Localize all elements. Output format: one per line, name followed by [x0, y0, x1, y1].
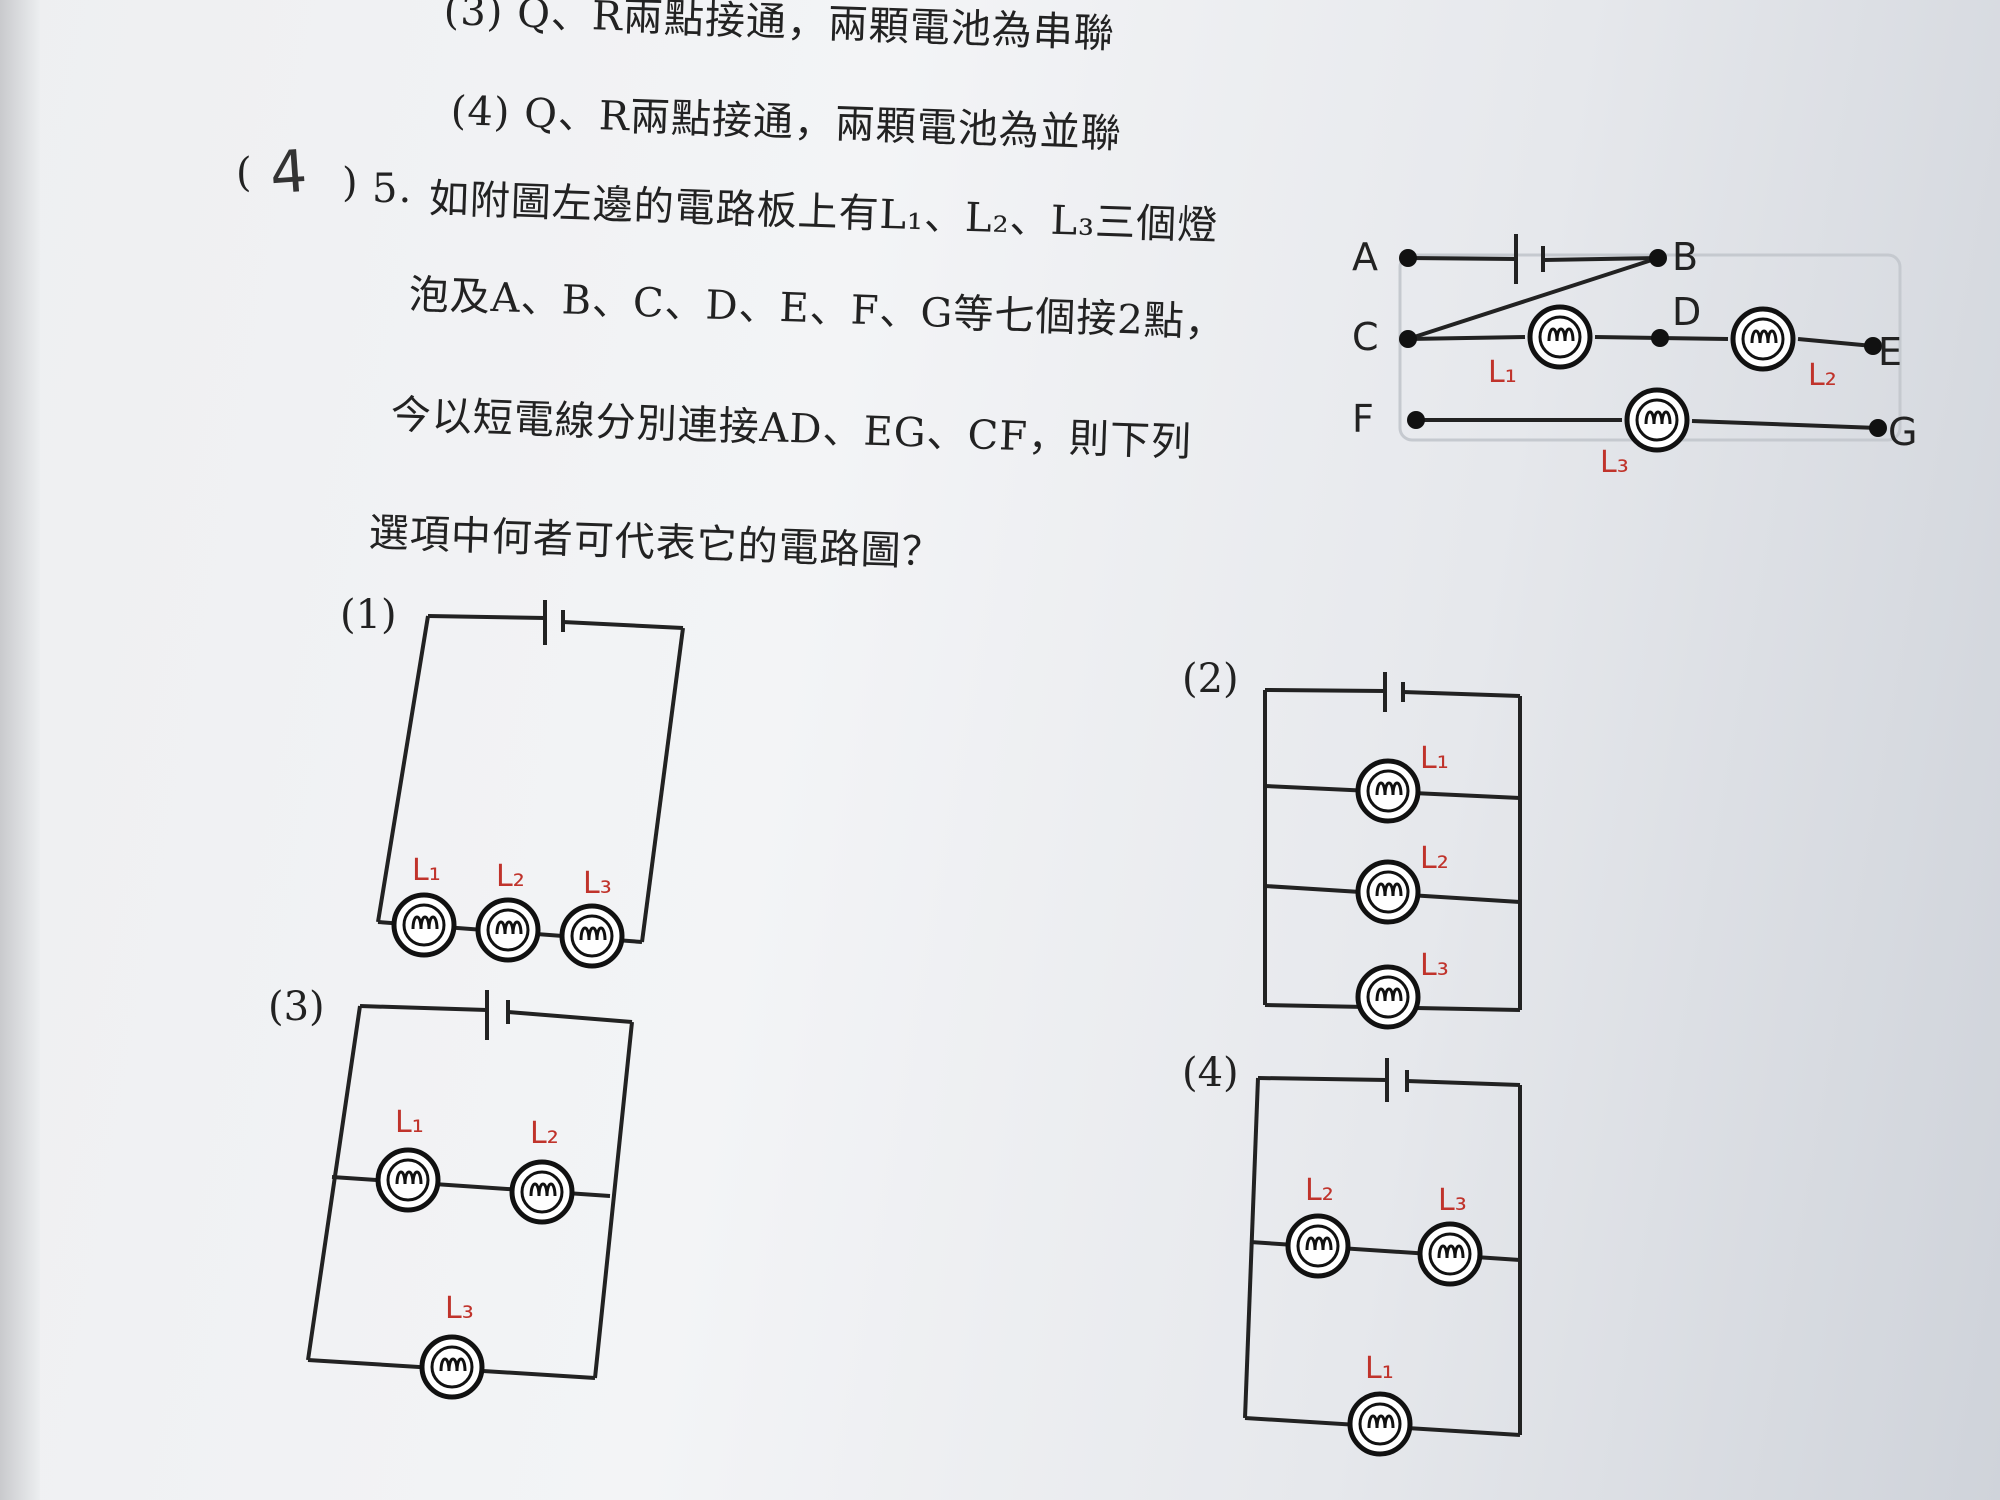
point-f: F	[1352, 397, 1374, 441]
option-1-label-l1: L₁	[412, 853, 441, 888]
option-1-label-l3: L₃	[583, 866, 612, 901]
option-4-label-l1: L₁	[1365, 1351, 1394, 1386]
question-number: 5.	[372, 166, 413, 212]
option-2-circuit	[1263, 672, 1522, 1012]
board-bulb-l2	[1733, 309, 1793, 369]
board-label-l1: L₁	[1488, 355, 1517, 390]
answer-paren-open: (	[236, 150, 253, 196]
option-1-bulb-2	[478, 900, 538, 960]
option-3-bulb-3	[422, 1337, 482, 1397]
option-4-label-l2: L₂	[1305, 1173, 1334, 1208]
point-a: A	[1352, 235, 1378, 279]
option-2-label-l2: L₂	[1420, 841, 1449, 876]
point-e: E	[1878, 330, 1902, 374]
point-b: B	[1672, 235, 1698, 279]
option-4-label-l3: L₃	[1438, 1183, 1467, 1218]
option-3-label-l2: L₂	[530, 1116, 559, 1151]
answer-paren-close: )	[342, 160, 359, 206]
option-3-label-l1: L₁	[395, 1105, 424, 1140]
option-3-label[interactable]: (3)	[268, 984, 325, 1030]
board-bulb-l3	[1627, 390, 1687, 450]
option-2-label[interactable]: (2)	[1182, 656, 1239, 702]
option-4-bulb-l3	[1420, 1224, 1480, 1284]
option-2-label-l3: L₃	[1420, 948, 1449, 983]
option-1-bulb-3	[562, 906, 622, 966]
option-3-bulb-2	[512, 1162, 572, 1222]
option-2-bulb-2	[1358, 862, 1418, 922]
board-label-l2: L₂	[1808, 358, 1837, 393]
point-d: D	[1672, 290, 1701, 334]
point-g: G	[1888, 410, 1917, 454]
option-1-circuit	[376, 600, 685, 944]
option-2-bulb-3	[1358, 967, 1418, 1027]
option-3-circuit	[306, 990, 634, 1380]
option-2-bulb-1	[1358, 761, 1418, 821]
option-2-label-l1: L₁	[1420, 741, 1449, 776]
board-bulb-l1	[1530, 307, 1590, 367]
option-4-label[interactable]: (4)	[1182, 1050, 1239, 1096]
option-1-label-l2: L₂	[496, 859, 525, 894]
point-c: C	[1352, 315, 1379, 359]
option-1-bulb-1	[394, 895, 454, 955]
board-label-l3: L₃	[1600, 445, 1629, 480]
page-shadow	[0, 0, 40, 1500]
option-3-bulb-1	[378, 1150, 438, 1210]
option-1-label[interactable]: (1)	[340, 592, 397, 638]
option-4-bulb-l2	[1288, 1216, 1348, 1276]
option-3-label-l3: L₃	[445, 1291, 474, 1326]
option-4-bulb-l1	[1350, 1394, 1410, 1454]
